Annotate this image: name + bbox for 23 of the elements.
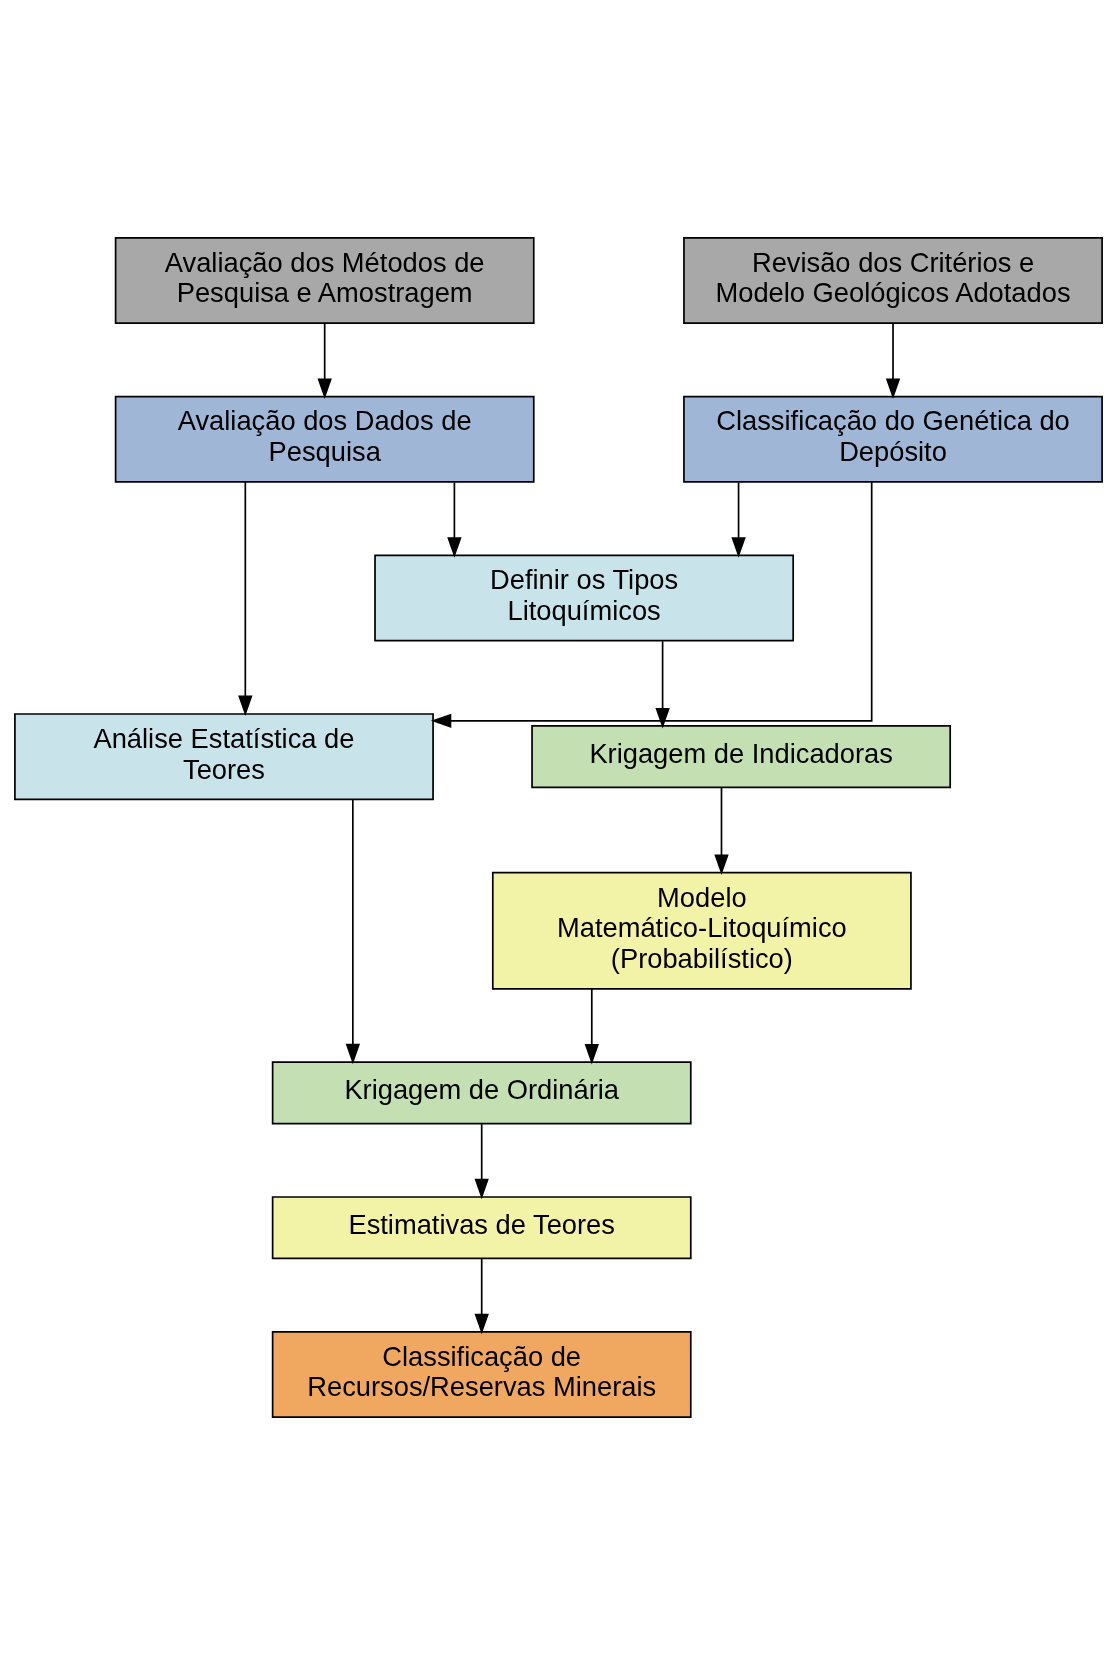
arrow <box>474 1257 489 1334</box>
arrow <box>584 987 599 1065</box>
arrow <box>238 480 253 716</box>
arrow <box>731 481 746 558</box>
arrow <box>447 481 462 558</box>
node-box: Avaliação dos Dados de Pesquisa <box>114 395 535 483</box>
node-box: Estimativas de Teores <box>271 1195 692 1259</box>
arrow <box>474 1122 489 1199</box>
node-box: Modelo Matemático-Litoquímico (Probabilístico) <box>491 871 912 990</box>
arrow <box>317 322 332 399</box>
node-box: Revisão dos Critérios e Modelo Geológicos Adotados <box>683 236 1103 324</box>
node-box: Análise Estatística de Teores <box>14 712 434 800</box>
arrow <box>885 322 901 399</box>
node-box: Classificação de Recursos/Reservas Minerais <box>271 1330 692 1418</box>
arrow <box>430 480 873 728</box>
arrow <box>714 786 729 875</box>
node-box: Krigagem de Indicadoras <box>531 724 952 788</box>
node-box: Avaliação dos Métodos de Pesquisa e Amostragem <box>114 236 535 324</box>
arrow <box>345 798 360 1064</box>
arrow <box>655 639 670 728</box>
node-box: Krigagem de Ordinária <box>271 1060 692 1124</box>
node-box: Definir os Tipos Litoquímicos <box>374 553 795 641</box>
node-box: Classificação do Genética do Depósito <box>683 395 1103 483</box>
